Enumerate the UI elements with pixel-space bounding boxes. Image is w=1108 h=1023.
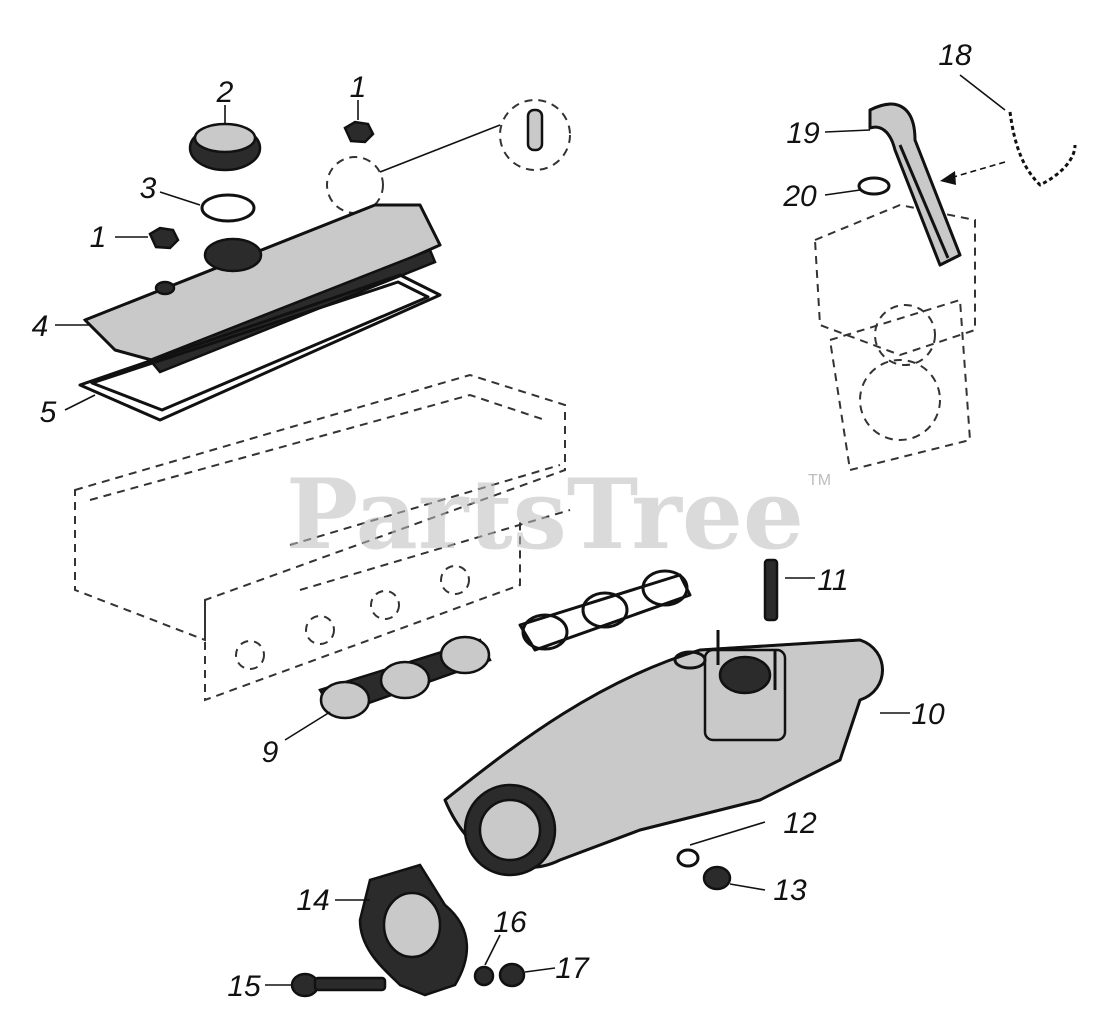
callout-9: 9 (262, 736, 279, 769)
callout-11: 11 (817, 564, 848, 597)
manifold-gasket-left (318, 635, 492, 720)
callout-4: 4 (32, 310, 49, 343)
bolt (290, 972, 387, 998)
clamp (358, 863, 469, 997)
callout-15: 15 (227, 970, 261, 1003)
callout-1-left: 1 (90, 221, 107, 254)
oil-filler-cap (188, 122, 262, 172)
cap-nut (702, 865, 732, 891)
callout-20: 20 (782, 180, 817, 213)
callout-10: 10 (911, 698, 945, 731)
detail-inset (326, 99, 571, 214)
leader-lines (55, 74, 1006, 986)
watermark-trademark: TM (808, 472, 831, 489)
callout-12: 12 (783, 807, 817, 840)
carburettor-outline (813, 203, 976, 472)
callout-17: 17 (555, 952, 590, 985)
callout-19: 19 (786, 117, 820, 150)
callouts: 1 2 1 3 4 5 9 10 11 12 13 14 15 16 17 18… (32, 39, 972, 1003)
hose-clip (857, 176, 891, 196)
washer (676, 848, 700, 868)
manifold-gasket-right (518, 569, 692, 652)
intake-manifold (443, 630, 884, 877)
valve-cover (82, 203, 442, 374)
nut-upper (343, 120, 375, 144)
nut-left (148, 226, 180, 250)
stud (763, 558, 779, 622)
direction-arrow (940, 161, 1006, 185)
spring (1008, 111, 1077, 187)
valve-cover-gasket (78, 273, 442, 422)
breather-hose (868, 102, 962, 267)
callout-5: 5 (40, 396, 57, 429)
seal-ring (200, 193, 256, 223)
nut-clamp (498, 962, 526, 988)
callout-18: 18 (938, 39, 972, 72)
callout-3: 3 (140, 172, 157, 205)
callout-2: 2 (216, 76, 234, 109)
callout-14: 14 (296, 884, 329, 917)
lock-washer (473, 965, 495, 987)
callout-13: 13 (773, 874, 807, 907)
callout-1-upper: 1 (350, 71, 367, 104)
callout-16: 16 (493, 906, 527, 939)
engine-block-outline (74, 373, 571, 702)
watermark-text: PartsTree (286, 458, 804, 571)
